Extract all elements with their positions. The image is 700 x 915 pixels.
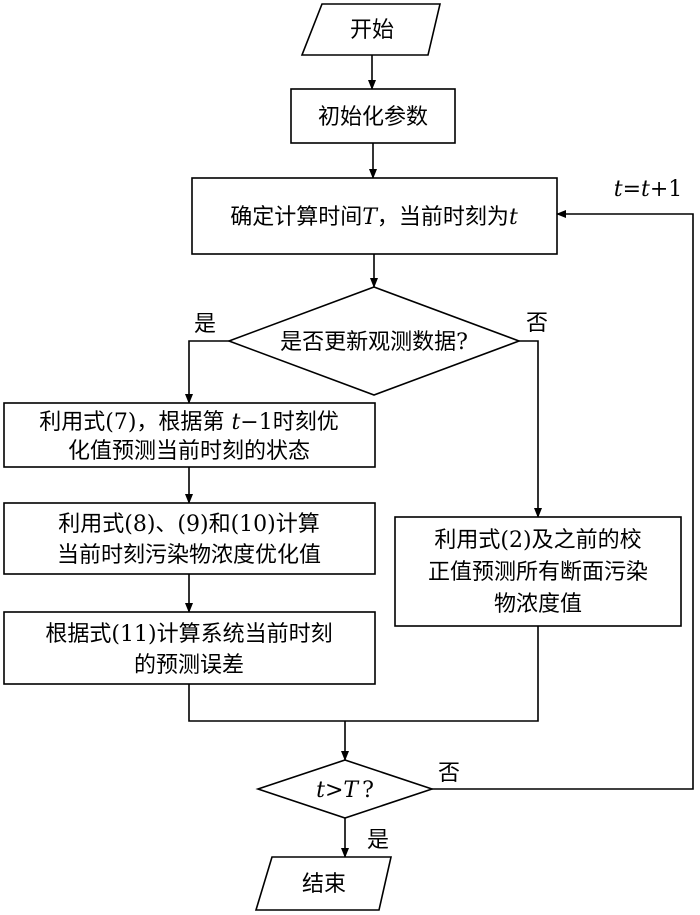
correct-predict-node: 利用式(2)及之前的校 正值预测所有断面污染 物浓度值 xyxy=(394,516,682,627)
predict-state-line2: 化值预测当前时刻的状态 xyxy=(68,439,310,464)
optimize-line1: 利用式(8)、(9)和(10)计算 xyxy=(58,512,320,537)
predict-state-line1: 利用式(7)，根据第 t−1时刻优 xyxy=(39,410,338,435)
end-no-label: 否 xyxy=(438,761,460,786)
arrow-loop-back xyxy=(432,210,694,790)
end-decision-node: t>T? xyxy=(255,759,435,819)
loop-label: t=t+1 xyxy=(614,177,683,202)
error-line2: 的预测误差 xyxy=(134,653,244,678)
optimize-line2: 当前时刻污染物浓度优化值 xyxy=(57,543,321,568)
arrow-update-yes xyxy=(185,340,229,404)
predict-state-node: 利用式(7)，根据第 t−1时刻优 化值预测当前时刻的状态 xyxy=(3,402,376,468)
optimize-node: 利用式(8)、(9)和(10)计算 当前时刻污染物浓度优化值 xyxy=(3,502,376,575)
update-decision-node: 是否更新观测数据? xyxy=(226,286,522,396)
end-decision-label: t>T? xyxy=(316,778,374,803)
end-label: 结束 xyxy=(302,872,346,897)
correct-predict-line2: 正值预测所有断面污染 xyxy=(428,560,648,585)
merge-line xyxy=(188,626,539,722)
update-no-label: 否 xyxy=(526,311,548,336)
end-yes-label: 是 xyxy=(367,828,389,853)
start-node: 开始 xyxy=(300,3,442,56)
start-label: 开始 xyxy=(350,18,394,43)
error-node: 根据式(11)计算系统当前时刻 的预测误差 xyxy=(3,611,376,685)
correct-predict-line3: 物浓度值 xyxy=(494,592,582,617)
set-time-label: 确定计算时间T，当前时刻为t xyxy=(230,205,518,230)
set-time-node: 确定计算时间T，当前时刻为t xyxy=(191,177,558,255)
correct-predict-line1: 利用式(2)及之前的校 xyxy=(434,528,641,553)
init-node: 初始化参数 xyxy=(290,88,456,144)
update-yes-label: 是 xyxy=(194,312,216,337)
update-decision-label: 是否更新观测数据? xyxy=(280,330,468,355)
arrow-update-no xyxy=(519,340,542,518)
init-label: 初始化参数 xyxy=(318,105,428,130)
end-node: 结束 xyxy=(254,856,393,911)
error-line1: 根据式(11)计算系统当前时刻 xyxy=(45,622,332,647)
